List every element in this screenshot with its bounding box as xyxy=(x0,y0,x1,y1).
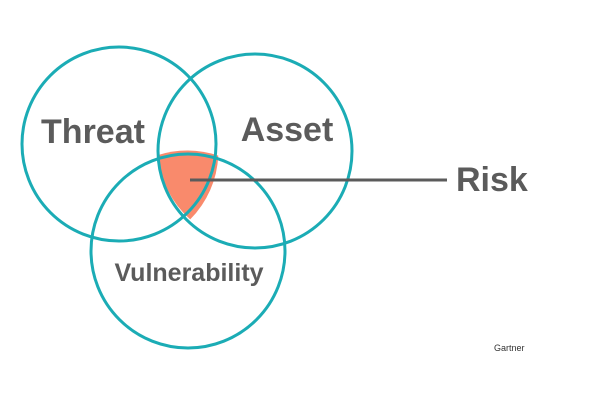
vulnerability-circle xyxy=(89,152,287,350)
asset-label: Asset xyxy=(241,111,334,149)
threat-circle xyxy=(20,45,218,243)
threat-label: Threat xyxy=(41,113,145,151)
asset-circle xyxy=(156,52,354,250)
source-attribution: Gartner xyxy=(494,343,525,353)
risk-label: Risk xyxy=(456,161,528,199)
vulnerability-label: Vulnerability xyxy=(114,259,263,287)
risk-intersection-region xyxy=(157,150,219,220)
